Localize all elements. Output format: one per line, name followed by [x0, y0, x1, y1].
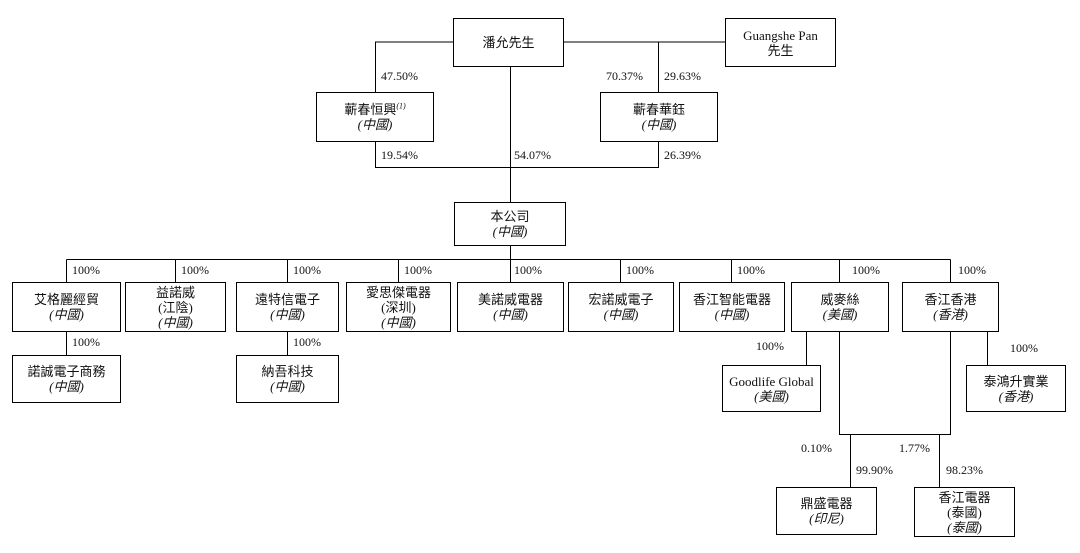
node-nuocheng: 諾誠電子商務 (中國): [12, 355, 121, 403]
node-name: 威麥絲: [820, 292, 860, 307]
node-nawu: 納吾科技 (中國): [236, 355, 339, 403]
node-pan-yun: 潘允先生: [453, 18, 564, 67]
node-name: 益諾威: [155, 284, 195, 300]
pct-aisijie: 100%: [404, 263, 432, 277]
node-location: (中國): [603, 307, 639, 322]
node-hongnuowei: 宏諾威電子 (中國): [568, 282, 674, 332]
node-name: 美諾威電器: [477, 292, 543, 307]
node-location: (印尼): [809, 511, 844, 526]
node-aigeli: 艾格麗經貿 (中國): [12, 282, 121, 332]
node-location: (中國): [49, 307, 84, 322]
footnote-marker: (1): [396, 101, 406, 111]
pct-goodlife: 100%: [756, 339, 784, 353]
node-location: (中國): [357, 117, 393, 132]
node-company: 本公司 (中國): [454, 202, 566, 246]
pct-weimaisi-dingsheng: 0.10%: [801, 441, 832, 455]
node-name: Guangshe Pan: [743, 27, 818, 43]
node-name: Goodlife Global: [729, 373, 814, 389]
node-location: (中國): [493, 307, 528, 322]
pct-pan-huayu: 70.37%: [606, 69, 643, 83]
node-location: (美國): [822, 307, 858, 322]
pct-meinuowei: 100%: [514, 263, 542, 277]
pct-xiangjiang-hk: 100%: [958, 263, 986, 277]
node-name: 艾格麗經貿: [33, 292, 99, 307]
node-name: 宏諾威電子: [588, 292, 654, 307]
node-location: (香港): [933, 307, 968, 322]
node-location: (深圳): [381, 299, 416, 315]
node-name: 潘允先生: [482, 35, 535, 50]
pct-pan-company: 54.07%: [514, 148, 551, 162]
connector-pan-hengxing: [375, 41, 453, 92]
node-location: (美國): [754, 388, 789, 404]
node-name: 愛思傑電器: [365, 284, 431, 300]
pct-nuocheng: 100%: [72, 335, 100, 349]
node-name: 本公司: [490, 209, 530, 224]
pct-guangshe-huayu: 29.63%: [664, 69, 701, 83]
node-xiangjiang-zhineng: 香江智能電器 (中國): [679, 282, 785, 332]
node-location: (中國): [49, 379, 84, 394]
node-name: 遠特信電子: [254, 292, 320, 307]
node-location: (泰國): [947, 504, 982, 520]
pct-weimaisi: 100%: [852, 263, 880, 277]
node-location: (中國): [714, 307, 750, 322]
pct-xiangjiang-zhineng: 100%: [737, 263, 765, 277]
pct-hk-th: 98.23%: [946, 463, 983, 477]
node-xiangjiang-th: 香江電器 (泰國) (泰國): [914, 487, 1015, 537]
node-aisijie: 愛思傑電器 (深圳) (中國): [346, 282, 451, 332]
pct-yinuowei: 100%: [181, 263, 209, 277]
node-location: (江陰): [158, 299, 193, 315]
node-name: 香江電器: [938, 489, 991, 505]
node-name-suffix: 先生: [767, 42, 794, 58]
node-name: 泰鴻升實業: [983, 373, 1049, 389]
pct-aigeli: 100%: [72, 263, 100, 277]
node-country: (中國): [381, 314, 416, 330]
node-location: (中國): [641, 117, 677, 132]
pct-yuante-xin: 100%: [293, 263, 321, 277]
connector-weimaisi-hk-merge: [839, 332, 951, 435]
node-meinuowei: 美諾威電器 (中國): [457, 282, 564, 332]
pct-hongnuowei: 100%: [626, 263, 654, 277]
connector-to-dingsheng-th: [850, 434, 940, 487]
node-location: (中國): [270, 307, 305, 322]
node-country: (泰國): [947, 519, 982, 535]
node-guangshe-pan: Guangshe Pan 先生: [725, 18, 836, 67]
node-country: (中國): [158, 314, 193, 330]
node-name: 蘄春華鈺: [632, 102, 685, 117]
node-taihong: 泰鴻升實業 (香港): [966, 365, 1066, 412]
node-location: (中國): [270, 379, 305, 394]
node-name: 香江智能電器: [692, 292, 771, 307]
node-name: 鼎盛電器: [800, 496, 853, 511]
node-qichun-hengxing: 蘄春恒興(1) (中國): [316, 92, 434, 142]
pct-nawu: 100%: [293, 335, 321, 349]
pct-huayu-company: 26.39%: [664, 148, 701, 162]
connector-holdcos-company: [375, 142, 659, 168]
pct-hengxing-company: 19.54%: [381, 148, 418, 162]
pct-pan-hengxing: 47.50%: [381, 69, 418, 83]
node-name: 諾誠電子商務: [27, 364, 106, 379]
pct-hk-dingsheng: 99.90%: [856, 463, 893, 477]
node-name: 蘄春恒興: [344, 102, 397, 117]
pct-taihong: 100%: [1010, 341, 1038, 355]
node-weimaisi: 威麥絲 (美國): [791, 282, 889, 332]
pct-weimaisi-th: 1.77%: [899, 441, 930, 455]
node-name: 香江香港: [924, 292, 977, 307]
node-qichun-huayu: 蘄春華鈺 (中國): [600, 92, 718, 142]
node-location: (香港): [998, 388, 1034, 404]
subsidiary-drops: [66, 246, 951, 282]
node-xiangjiang-hk: 香江香港 (香港): [902, 282, 999, 332]
node-yuante-xin: 遠特信電子 (中國): [236, 282, 339, 332]
node-name: 納吾科技: [261, 364, 314, 379]
node-goodlife-global: Goodlife Global (美國): [722, 365, 821, 412]
node-location: (中國): [492, 224, 528, 239]
node-dingsheng: 鼎盛電器 (印尼): [776, 487, 877, 535]
node-yinuowei: 益諾威 (江陰) (中國): [125, 282, 226, 332]
